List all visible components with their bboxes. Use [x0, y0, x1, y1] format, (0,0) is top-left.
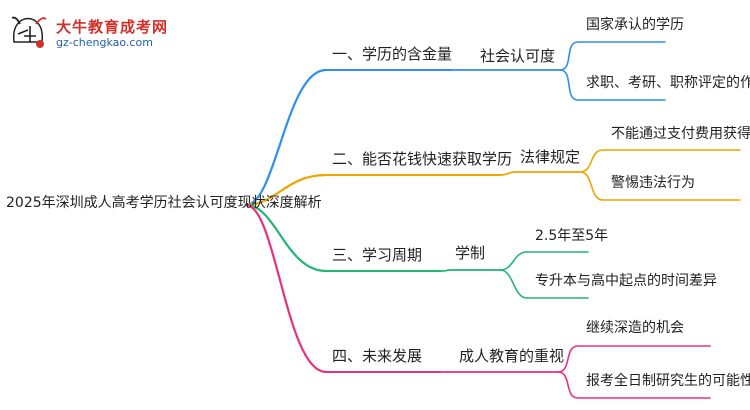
branch-2-subtopic: 法律规定 — [520, 148, 581, 166]
bull-logo-icon — [11, 16, 47, 48]
branch-3-topic: 三、学习周期 — [332, 246, 423, 264]
branch-2-leaf-2: 警惕违法行为 — [611, 175, 695, 191]
root-topic: 2025年深圳成人高考学历社会认可度现状深度解析 — [6, 195, 322, 211]
branch-4-leaf-1-connector — [557, 345, 711, 373]
branch-3-subtopic-connector — [439, 269, 501, 272]
branch-4-leaf-2-connector — [557, 371, 711, 399]
branch-3-leaf-2-connector — [499, 269, 589, 299]
branch-2-root-connector — [244, 173, 328, 207]
branch-1-subtopic: 社会认可度 — [480, 47, 556, 65]
branch-2-leaf-1: 不能通过支付费用获得学历 — [611, 126, 750, 142]
branch-2-leaf-1-connector — [579, 149, 741, 173]
branch-1-root-connector — [244, 68, 328, 207]
branch-1-leaf-2-connector — [559, 69, 666, 101]
branch-4-subtopic: 成人教育的重视 — [459, 347, 565, 365]
branch-1-leaf-1-connector — [559, 41, 666, 71]
branch-1-leaf-2: 求职、考研、职称评定的作用 — [586, 75, 750, 91]
logo-title: 大牛教育成考网 — [56, 18, 169, 36]
branch-1-topic: 一、学历的含金量 — [332, 45, 453, 63]
branch-3-leaf-2: 专升本与高中起点的时间差异 — [535, 273, 717, 289]
branch-3-leaf-1: 2.5年至5年 — [535, 228, 609, 244]
branch-3-leaf-1-connector — [499, 251, 589, 271]
branch-2-topic: 二、能否花钱快速获取学历 — [332, 150, 513, 168]
branch-4-leaf-2: 报考全日制研究生的可能性 — [586, 373, 750, 389]
branch-4-topic: 四、未来发展 — [332, 347, 423, 365]
branch-2-subtopic-connector — [499, 171, 581, 176]
branch-3-subtopic: 学制 — [455, 244, 486, 262]
branch-4-leaf-1: 继续深造的机会 — [586, 320, 684, 336]
branch-3-root-connector — [244, 203, 328, 273]
logo-url: gz-chengkao.com — [56, 36, 153, 49]
branch-1-leaf-1: 国家承认的学历 — [586, 17, 684, 33]
branch-2-leaf-2-connector — [579, 171, 741, 201]
site-logo: 大牛教育成考网 gz-chengkao.com — [4, 10, 194, 54]
branch-4-root-connector — [244, 203, 328, 374]
